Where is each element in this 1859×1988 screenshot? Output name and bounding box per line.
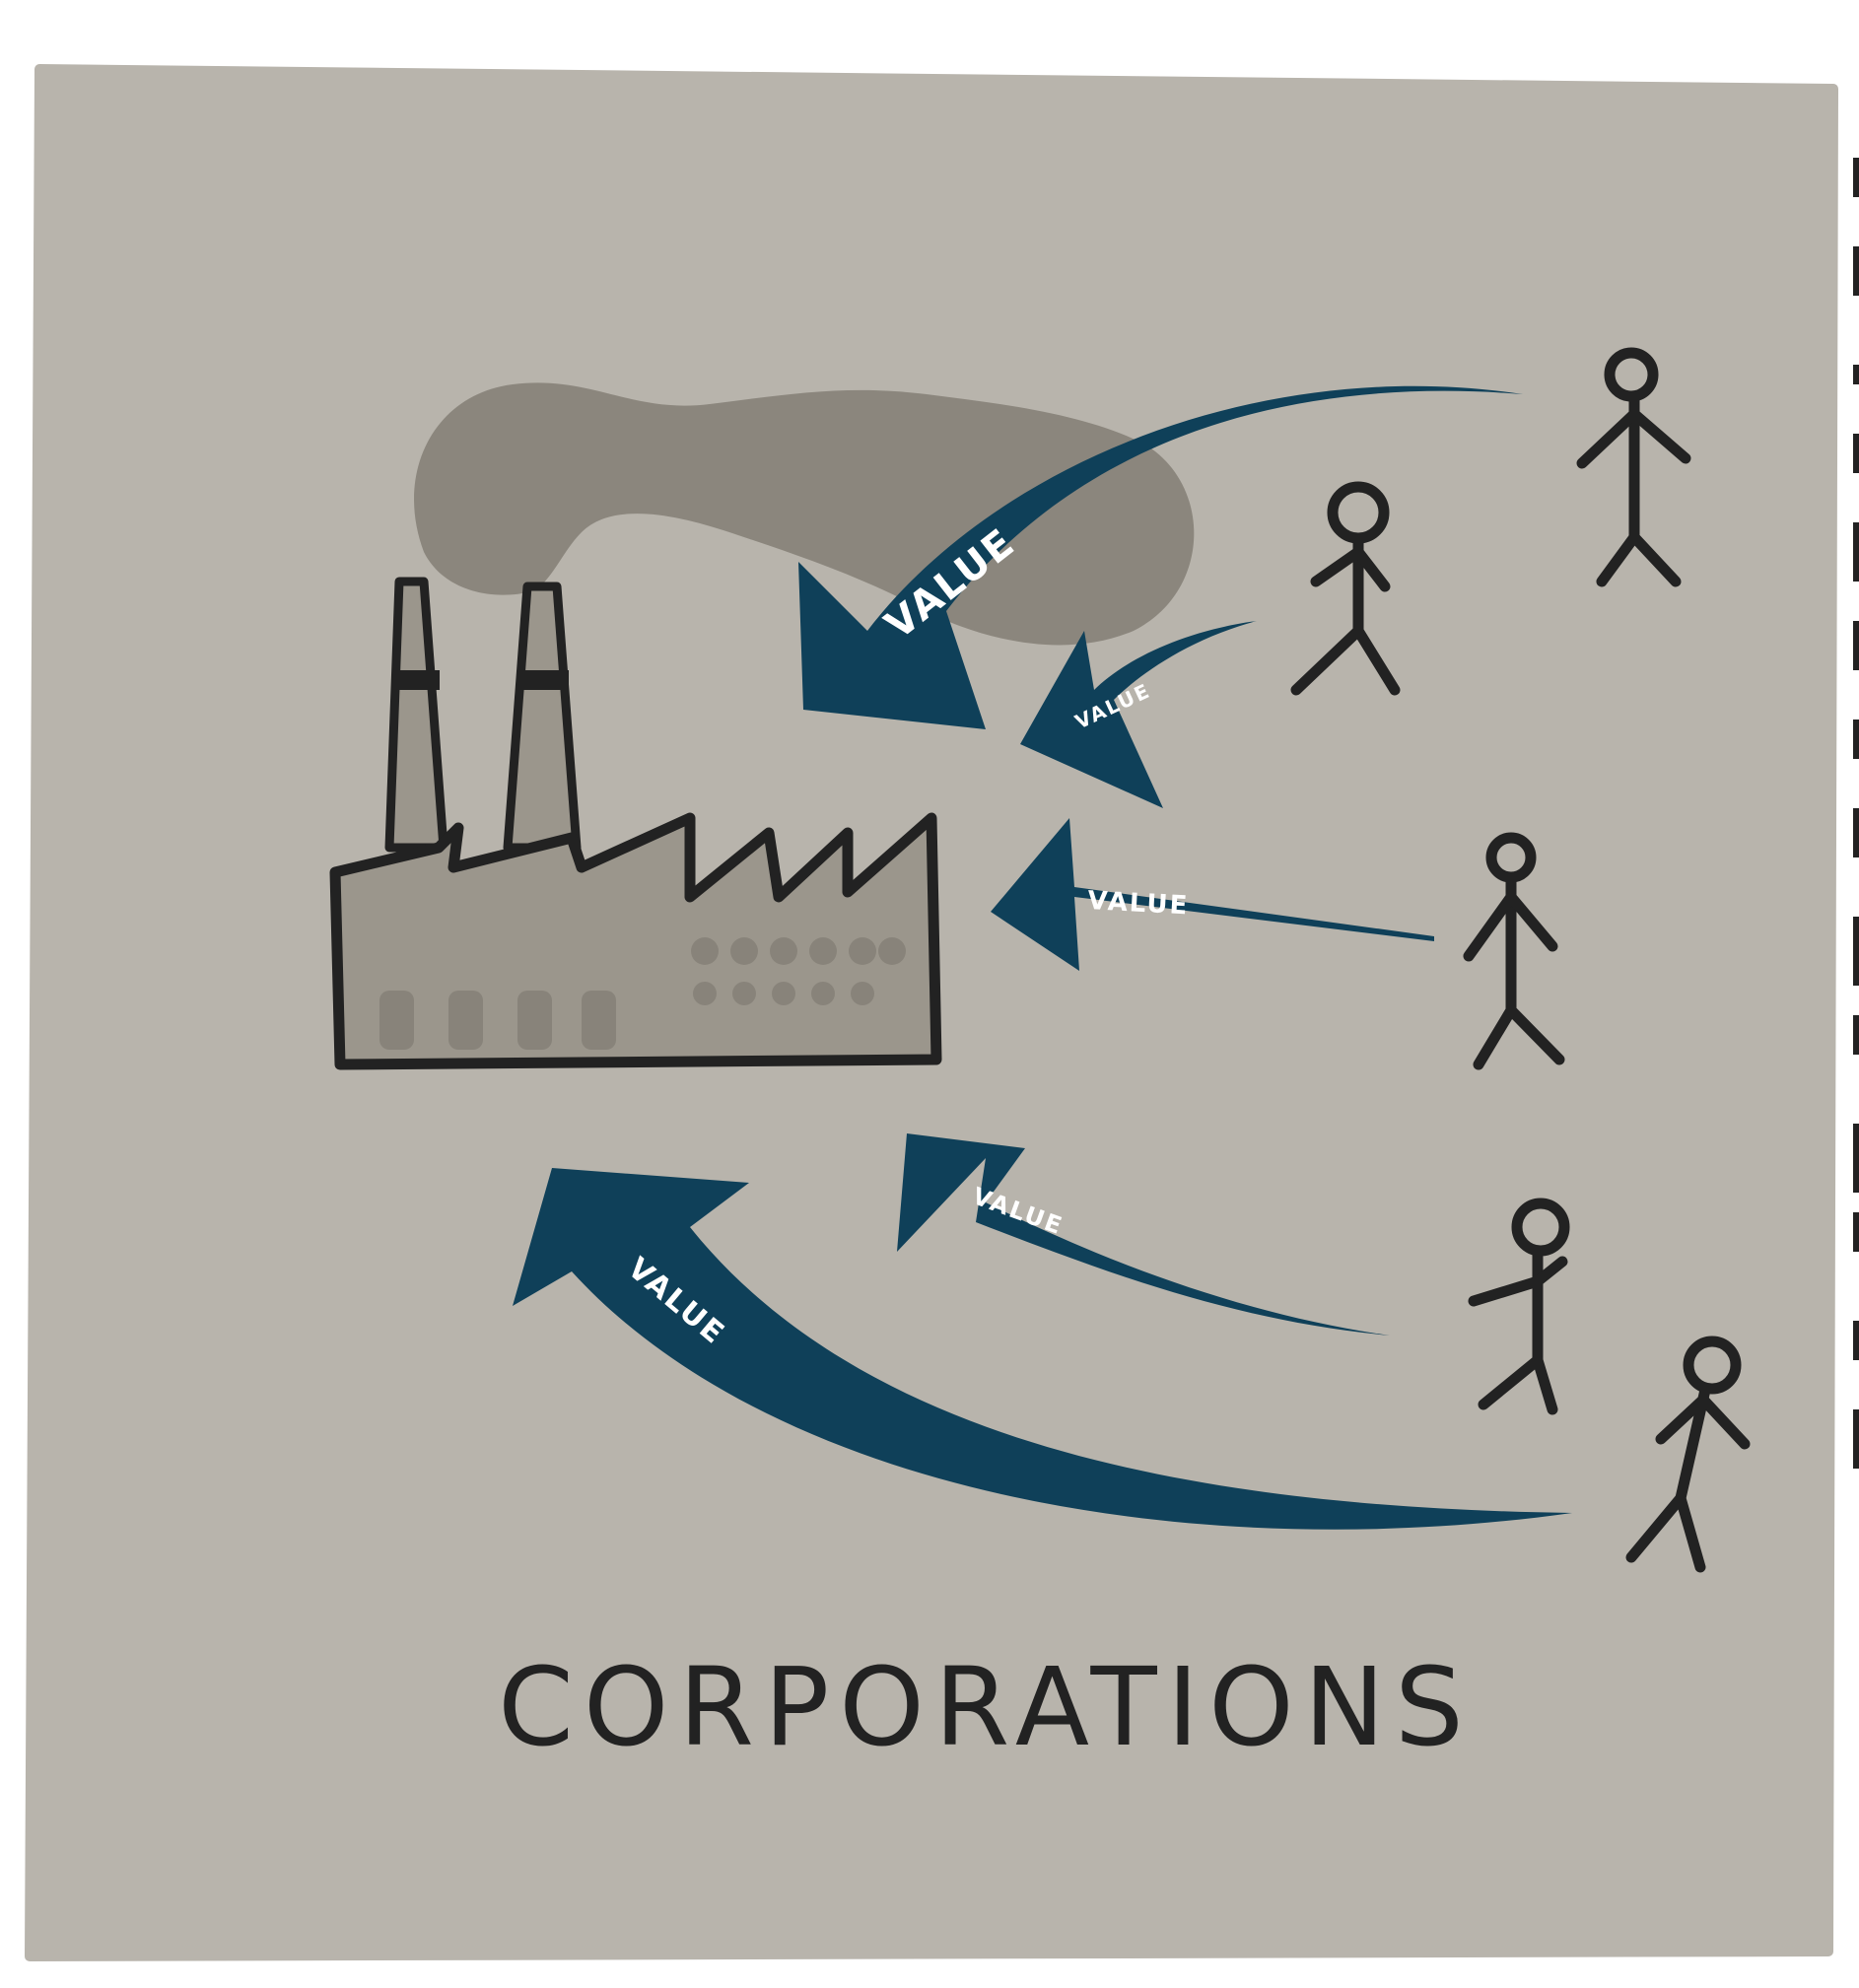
- person-icon-1: [1576, 347, 1691, 587]
- people: [1290, 347, 1751, 1573]
- value-arrow-3: [991, 818, 1434, 971]
- person-icon-4: [1468, 1198, 1570, 1415]
- person-icon-3: [1463, 832, 1565, 1070]
- person-icon-5: [1625, 1336, 1751, 1573]
- value-arrow-5: [513, 1168, 1572, 1530]
- smoke-cloud: [414, 382, 1195, 646]
- value-arrow-4: [897, 1133, 1390, 1336]
- value-arrow-1: [798, 385, 1523, 729]
- value-arrows: [513, 385, 1572, 1530]
- caption-title: CORPORATIONS: [498, 1644, 1474, 1770]
- edge-marks: [1853, 158, 1859, 1469]
- person-icon-2: [1290, 481, 1401, 696]
- factory-icon: [329, 577, 942, 1070]
- value-arrow-2: [1020, 621, 1257, 808]
- arrow-label-3: VALUE: [1087, 886, 1190, 921]
